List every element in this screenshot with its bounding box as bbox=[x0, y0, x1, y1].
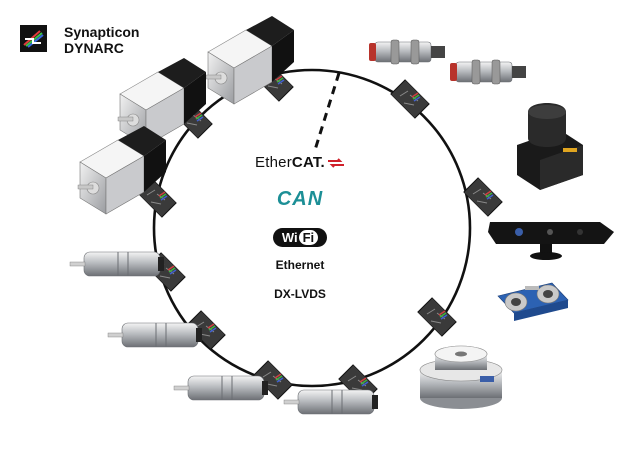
synapticon-logo-icon bbox=[20, 25, 47, 52]
dc-motor-icon bbox=[173, 375, 269, 401]
proximity-sensor-icon bbox=[368, 39, 446, 65]
ethercat-suffix: CAT. bbox=[291, 154, 325, 171]
wifi-logo-icon: Wi Fi bbox=[272, 227, 328, 247]
dc-motor-icon bbox=[283, 389, 379, 415]
can-label: CAN bbox=[276, 188, 324, 210]
network-ring bbox=[152, 68, 472, 388]
ethercat-label: EtherCAT. bbox=[240, 154, 360, 172]
force-torque-sensor-icon bbox=[419, 345, 503, 409]
brand-line-1: Synapticon bbox=[64, 24, 140, 40]
ethernet-label: Ethernet bbox=[275, 258, 325, 272]
ethercat-link bbox=[313, 72, 341, 151]
ethercat-arrows-icon bbox=[327, 155, 345, 172]
wifi-wi: Wi bbox=[281, 229, 298, 245]
dx-lvds-label: DX-LVDS bbox=[274, 287, 326, 301]
brand-name: Synapticon DYNARC bbox=[64, 24, 139, 56]
dc-motor-icon bbox=[69, 251, 165, 277]
dc-motor-icon bbox=[107, 322, 203, 348]
proximity-sensor-icon bbox=[449, 59, 527, 85]
ultrasonic-sensor-icon bbox=[497, 282, 569, 321]
laser-scanner-icon bbox=[517, 103, 583, 190]
controller-board-icon bbox=[390, 79, 430, 119]
ethercat-prefix: Ether bbox=[255, 154, 292, 171]
brand-line-2: DYNARC bbox=[64, 40, 124, 56]
wifi-fi: Fi bbox=[298, 229, 319, 245]
wifi-label: Wi Fi bbox=[240, 224, 360, 250]
depth-camera-icon bbox=[488, 222, 614, 260]
